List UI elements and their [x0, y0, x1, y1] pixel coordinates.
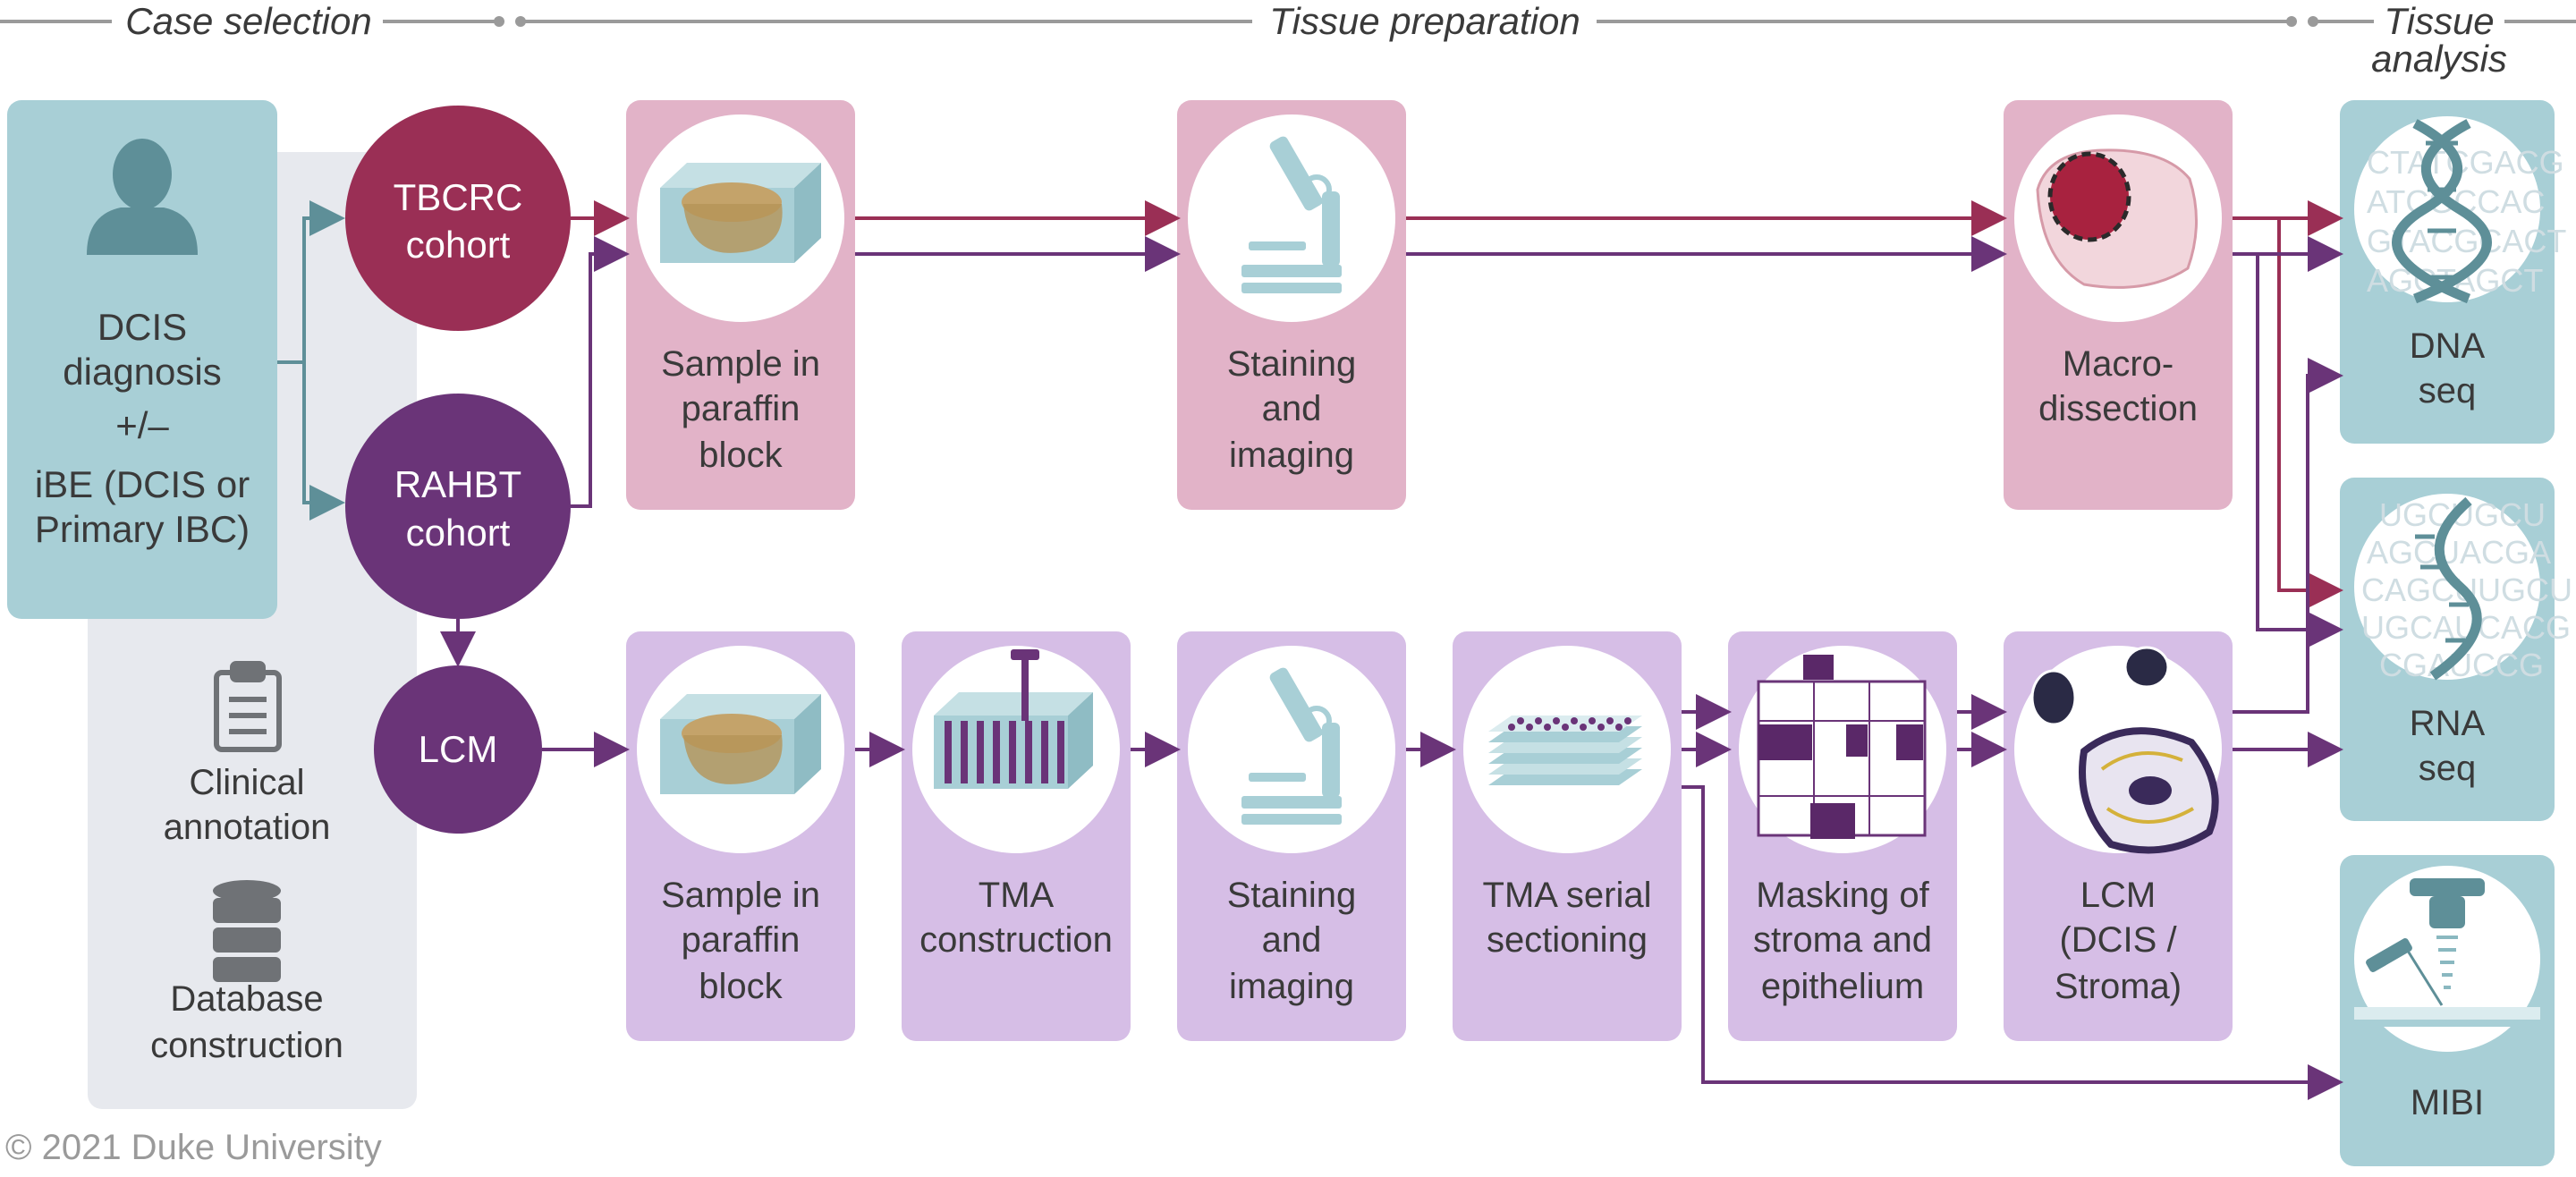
section-case-selection: Case selection	[125, 0, 371, 42]
top-sample-label: Sample in paraffin block	[661, 344, 820, 475]
diagnosis-branch-arrows	[277, 200, 345, 521]
svg-text:CTATCGACG: CTATCGACG	[2367, 144, 2564, 181]
dna-seq-label: DNA seq	[2410, 326, 2486, 411]
copyright-text: © 2021 Duke University	[5, 1128, 382, 1167]
lcm-cohort-label: LCM	[419, 728, 498, 770]
top-staining-icon-circle	[1188, 114, 1395, 322]
mibi-icon-circle	[2354, 866, 2540, 1052]
diagnosis-line1: DCIS	[97, 306, 187, 348]
svg-text:Macro-: Macro-	[2063, 344, 2174, 384]
rahbt-label-line1: RAHBT	[394, 463, 521, 505]
tbcrc-label-line1: TBCRC	[394, 176, 523, 218]
diagnosis-line5: Primary IBC)	[35, 508, 250, 550]
svg-text:TMA: TMA	[979, 876, 1055, 915]
svg-text:TMA serial: TMA serial	[1483, 876, 1652, 915]
lcm-flow-arrows	[542, 358, 2343, 1100]
svg-text:seq: seq	[2419, 749, 2477, 788]
diagnosis-line4: iBE (DCIS or	[35, 463, 250, 505]
diagnosis-line2: diagnosis	[63, 351, 221, 393]
bottom-serial-label: TMA serial sectioning	[1483, 876, 1652, 960]
svg-text:stroma and: stroma and	[1753, 920, 1932, 960]
paraffin-block-icon	[660, 694, 821, 794]
database-icon	[213, 880, 281, 982]
svg-text:epithelium: epithelium	[1761, 967, 1924, 1006]
svg-text:AGCUACGA: AGCUACGA	[2367, 534, 2551, 571]
lcm-cohort-circle	[374, 665, 542, 834]
svg-text:block: block	[699, 436, 783, 475]
svg-text:Masking of: Masking of	[1756, 876, 1929, 915]
svg-text:seq: seq	[2419, 371, 2477, 411]
svg-text:Stroma): Stroma)	[2055, 967, 2182, 1006]
bottom-staining-icon-circle	[1188, 646, 1395, 853]
svg-text:dissection: dissection	[2038, 389, 2198, 428]
svg-text:Sample in: Sample in	[661, 876, 820, 915]
clinical-annotation-line2: annotation	[164, 808, 331, 847]
svg-text:Sample in: Sample in	[661, 344, 820, 384]
tbcrc-label-line2: cohort	[406, 224, 511, 266]
svg-text:RNA: RNA	[2410, 704, 2486, 743]
microscope-icon	[1241, 667, 1342, 825]
svg-text:sectioning: sectioning	[1487, 920, 1648, 960]
section-tissue-analysis-line2: analysis	[2371, 38, 2507, 80]
dna-helix-icon: CTATCGACG ATCGCCAC GTACGCACT AGCTAGCT	[2367, 119, 2566, 304]
svg-text:Staining: Staining	[1227, 876, 1357, 915]
paraffin-block-icon	[660, 163, 821, 263]
microscope-icon	[1241, 136, 1342, 293]
svg-text:imaging: imaging	[1229, 967, 1354, 1006]
rahbt-label-line2: cohort	[406, 512, 511, 554]
svg-text:LCM: LCM	[2080, 876, 2156, 915]
tissue-section-icon	[2036, 148, 2199, 289]
bottom-sample-label: Sample in paraffin block	[661, 876, 820, 1006]
clinical-annotation-line1: Clinical	[190, 763, 305, 802]
svg-text:paraffin: paraffin	[682, 920, 801, 960]
rna-icon-circle	[2354, 494, 2540, 680]
tbcrc-flow-arrows	[571, 200, 2343, 608]
bottom-masking-label: Masking of stroma and epithelium	[1753, 876, 1932, 1006]
slide-stack-icon	[1488, 716, 1642, 785]
mibi-label: MIBI	[2411, 1083, 2484, 1122]
svg-text:(DCIS /: (DCIS /	[2059, 920, 2177, 960]
mask-grid-icon	[1757, 655, 1927, 839]
diagnosis-box	[7, 100, 277, 619]
tma-block-icon	[934, 649, 1093, 789]
section-tissue-preparation: Tissue preparation	[1269, 0, 1580, 42]
svg-text:DNA: DNA	[2410, 326, 2486, 366]
rahbt-flow-arrows	[571, 236, 2343, 648]
bottom-lcm-label: LCM (DCIS / Stroma)	[2055, 876, 2182, 1006]
lcm-tissue-icon	[2030, 646, 2219, 854]
svg-text:block: block	[699, 967, 783, 1006]
rahbt-cohort-circle	[345, 394, 571, 619]
section-tissue-analysis-line1: Tissue	[2384, 0, 2494, 42]
svg-text:construction: construction	[919, 920, 1113, 960]
mibi-instrument-icon	[2354, 878, 2540, 1027]
top-macro-label: Macro- dissection	[2038, 344, 2198, 428]
rna-strand-icon: UGCUGCU AGCUACGA CAGCUUGCU UGCAUCACG CGA…	[2361, 496, 2572, 683]
rna-seq-label: RNA seq	[2410, 704, 2486, 788]
svg-text:Staining: Staining	[1227, 344, 1357, 384]
database-construction-line2: construction	[150, 1026, 343, 1065]
section-header	[0, 16, 2576, 27]
top-staining-label: Staining and imaging	[1227, 344, 1357, 475]
bottom-staining-label: Staining and imaging	[1227, 876, 1357, 1006]
svg-text:paraffin: paraffin	[682, 389, 801, 428]
person-icon	[87, 139, 198, 255]
diagnosis-line3: +/–	[115, 404, 169, 446]
svg-text:and: and	[1262, 389, 1322, 428]
tbcrc-cohort-circle	[345, 106, 571, 331]
clipboard-icon	[214, 661, 282, 752]
database-construction-line1: Database	[170, 979, 323, 1019]
svg-text:imaging: imaging	[1229, 436, 1354, 475]
svg-text:and: and	[1262, 920, 1322, 960]
bottom-tma-label: TMA construction	[919, 876, 1113, 960]
